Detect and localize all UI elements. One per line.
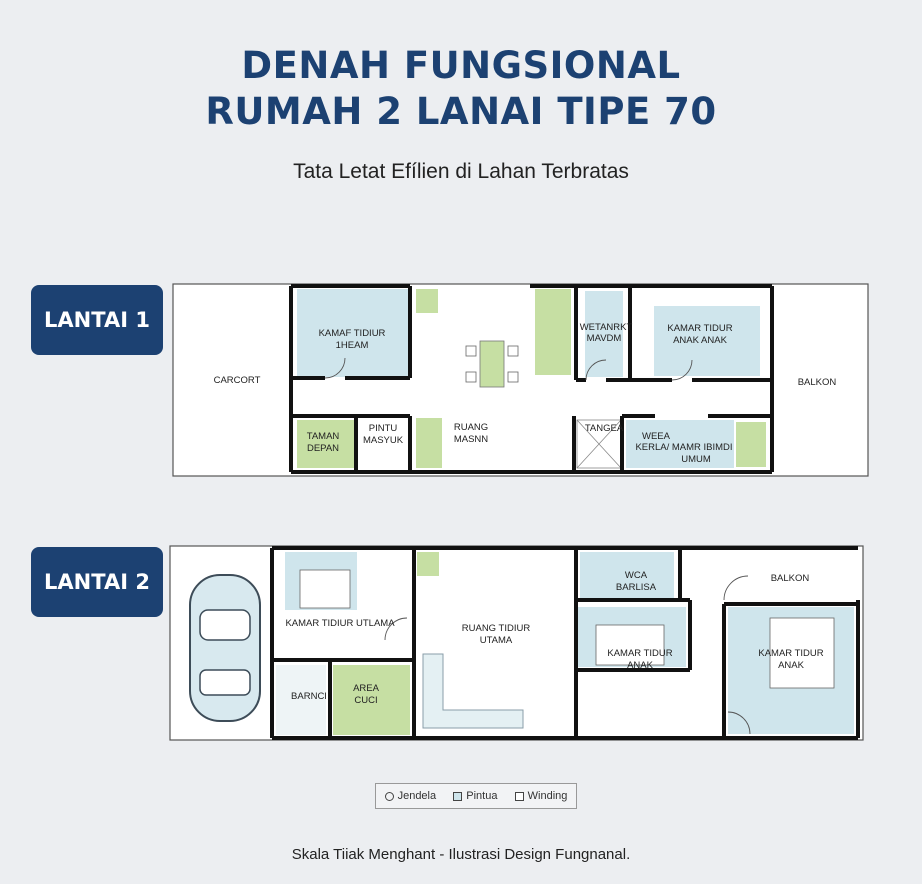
square-icon	[453, 791, 463, 801]
label-pintu-1: PINTU	[369, 423, 398, 434]
label-balkon-2: BALKON	[771, 573, 810, 584]
room-kamar-utama-fill	[297, 289, 408, 377]
footer-note: Skala Tiiak Menghant - Ilustrasi Design …	[291, 846, 631, 863]
floor-2-plan: KAMAR TIDIUR UTLAMA RUANG TIDIUR UTAMA B…	[169, 545, 864, 741]
label-barnci: BARNCI	[291, 691, 327, 702]
page-subtitle: Tata Letat Efílien di Lahan Terbratas	[293, 160, 629, 183]
label-wc-2-1: WCA	[625, 570, 648, 581]
legend-label-winding: Winding	[527, 790, 568, 802]
square-icon	[514, 791, 524, 801]
legend-item-pintua: Pintua	[453, 790, 497, 802]
label-area-1: AREA	[353, 683, 380, 694]
room-area-cuci-fill	[333, 665, 410, 735]
page-title-line-2: RUMAH 2 LANAI TIPE 70	[205, 90, 717, 133]
sofa-icon	[422, 653, 524, 729]
label-kamar-utama-2: KAMAR TIDIUR UTLAMA	[285, 618, 395, 629]
label-ruang-utama-1: RUANG TIDIUR	[462, 623, 531, 634]
circle-icon	[384, 791, 394, 801]
bed-icon	[299, 569, 351, 609]
car-icon	[189, 574, 261, 722]
room-kamar-anak-fill	[654, 306, 760, 376]
label-wc-1: WETANRKT	[580, 322, 633, 333]
label-umum-1: WEEA	[642, 431, 671, 442]
label-kamar-utama-1: KAMAF TIDIUR	[319, 328, 386, 339]
label-balkon-1: BALKON	[798, 377, 837, 388]
label-kamar-anak-1: KAMAR TIDUR	[667, 323, 732, 334]
room-wc-fill	[585, 291, 623, 377]
label-carcort: CARCORT	[214, 375, 261, 386]
legend-label-jendela: Jendela	[397, 790, 437, 802]
label-taman-1: TAMAN	[307, 431, 340, 442]
label-area-2: CUCI	[354, 695, 377, 706]
label-ruang-1: RUANG	[454, 422, 488, 433]
bed-icon	[769, 617, 835, 689]
dining-table	[479, 340, 505, 388]
label-taman-2: DEPAN	[307, 443, 339, 454]
floor-1-badge: LANTAI 1	[31, 285, 163, 355]
page-title-line-1: DENAH FUNGSIONAL	[241, 44, 681, 87]
legend-item-jendela: Jendela	[384, 790, 437, 802]
legend: Jendela Pintua Winding	[375, 783, 577, 809]
label-ruang-2: MASNN	[454, 434, 488, 445]
floor-1-plan: CARCORT KAMAF TIDIUR 1HEAM TAMAN DEPAN P…	[172, 283, 869, 477]
label-ruang-utama-2: UTAMA	[480, 635, 513, 646]
floor-2-badge: LANTAI 2	[31, 547, 163, 617]
label-kamar-anak-2: ANAK ANAK	[673, 335, 728, 346]
label-wc-2-2: BARLISA	[616, 582, 657, 593]
room-umum-fill	[626, 420, 734, 468]
legend-label-pintua: Pintua	[466, 790, 498, 802]
label-kamar-anak-a-1: KAMAR TIDUR	[607, 648, 672, 659]
label-kamar-utama-2: 1HEAM	[336, 340, 369, 351]
label-wc-2: MAVDM	[587, 333, 622, 344]
label-kamar-anak-b-1: KAMAR TIDUR	[758, 648, 823, 659]
floor-1-walls	[289, 284, 774, 474]
label-umum-2: KERLA/ MAMR IBIMDI	[635, 442, 732, 453]
room-taman-fill	[297, 420, 354, 468]
label-tangga: TANGEA	[585, 423, 624, 434]
label-kamar-anak-a-2: ANAK	[627, 660, 654, 671]
label-pintu-2: MASYUK	[363, 435, 404, 446]
door-arc	[324, 357, 346, 379]
label-kamar-anak-b-2: ANAK	[778, 660, 805, 671]
room-wc-2-fill	[580, 552, 674, 598]
label-umum-3: UMUM	[681, 454, 711, 465]
floor-2-walls	[270, 546, 860, 740]
bed-icon	[595, 624, 665, 666]
legend-item-winding: Winding	[514, 790, 568, 802]
